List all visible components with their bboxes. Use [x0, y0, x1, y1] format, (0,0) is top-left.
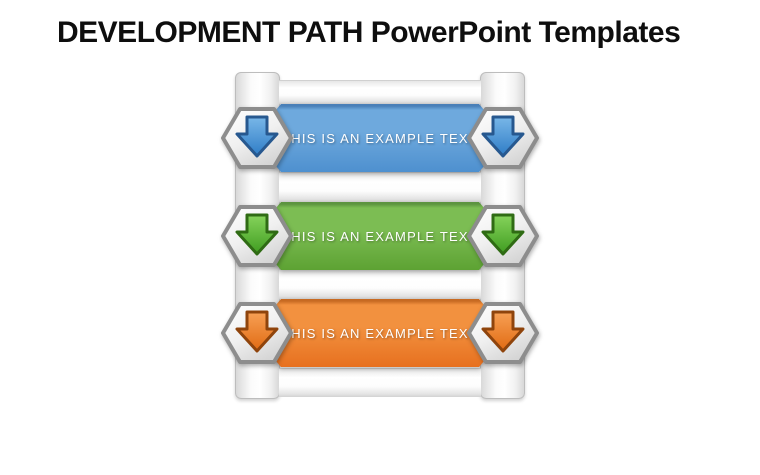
ladder-plate-3	[279, 269, 481, 299]
banner: THIS IS AN EXAMPLE TEXT	[253, 104, 507, 172]
banner-ribbon: THIS IS AN EXAMPLE TEXT	[253, 299, 507, 367]
hexagon-badge-left	[221, 302, 293, 364]
arrow-down-icon	[481, 115, 525, 158]
arrow-down-icon	[235, 310, 279, 353]
banner: THIS IS AN EXAMPLE TEXT	[253, 299, 507, 367]
ladder-plate-2	[279, 172, 481, 202]
ladder-plate-4	[279, 368, 481, 397]
banner-ribbon: THIS IS AN EXAMPLE TEXT	[253, 202, 507, 270]
banner-ribbon: THIS IS AN EXAMPLE TEXT	[253, 104, 507, 172]
banner-label: THIS IS AN EXAMPLE TEXT	[282, 130, 478, 146]
page-title: DEVELOPMENT PATH PowerPoint Templates	[57, 16, 681, 49]
banner-label: THIS IS AN EXAMPLE TEXT	[282, 325, 478, 341]
hexagon-badge-left	[221, 107, 293, 169]
arrow-down-icon	[235, 213, 279, 256]
hexagon-badge-left	[221, 205, 293, 267]
hexagon-badge-right	[467, 107, 539, 169]
banner-label: THIS IS AN EXAMPLE TEXT	[282, 228, 478, 244]
hexagon-badge-right	[467, 205, 539, 267]
arrow-down-icon	[235, 115, 279, 158]
hexagon-badge-right	[467, 302, 539, 364]
arrow-down-icon	[481, 310, 525, 353]
banner: THIS IS AN EXAMPLE TEXT	[253, 202, 507, 270]
ladder-plate-1	[279, 80, 481, 104]
arrow-down-icon	[481, 213, 525, 256]
